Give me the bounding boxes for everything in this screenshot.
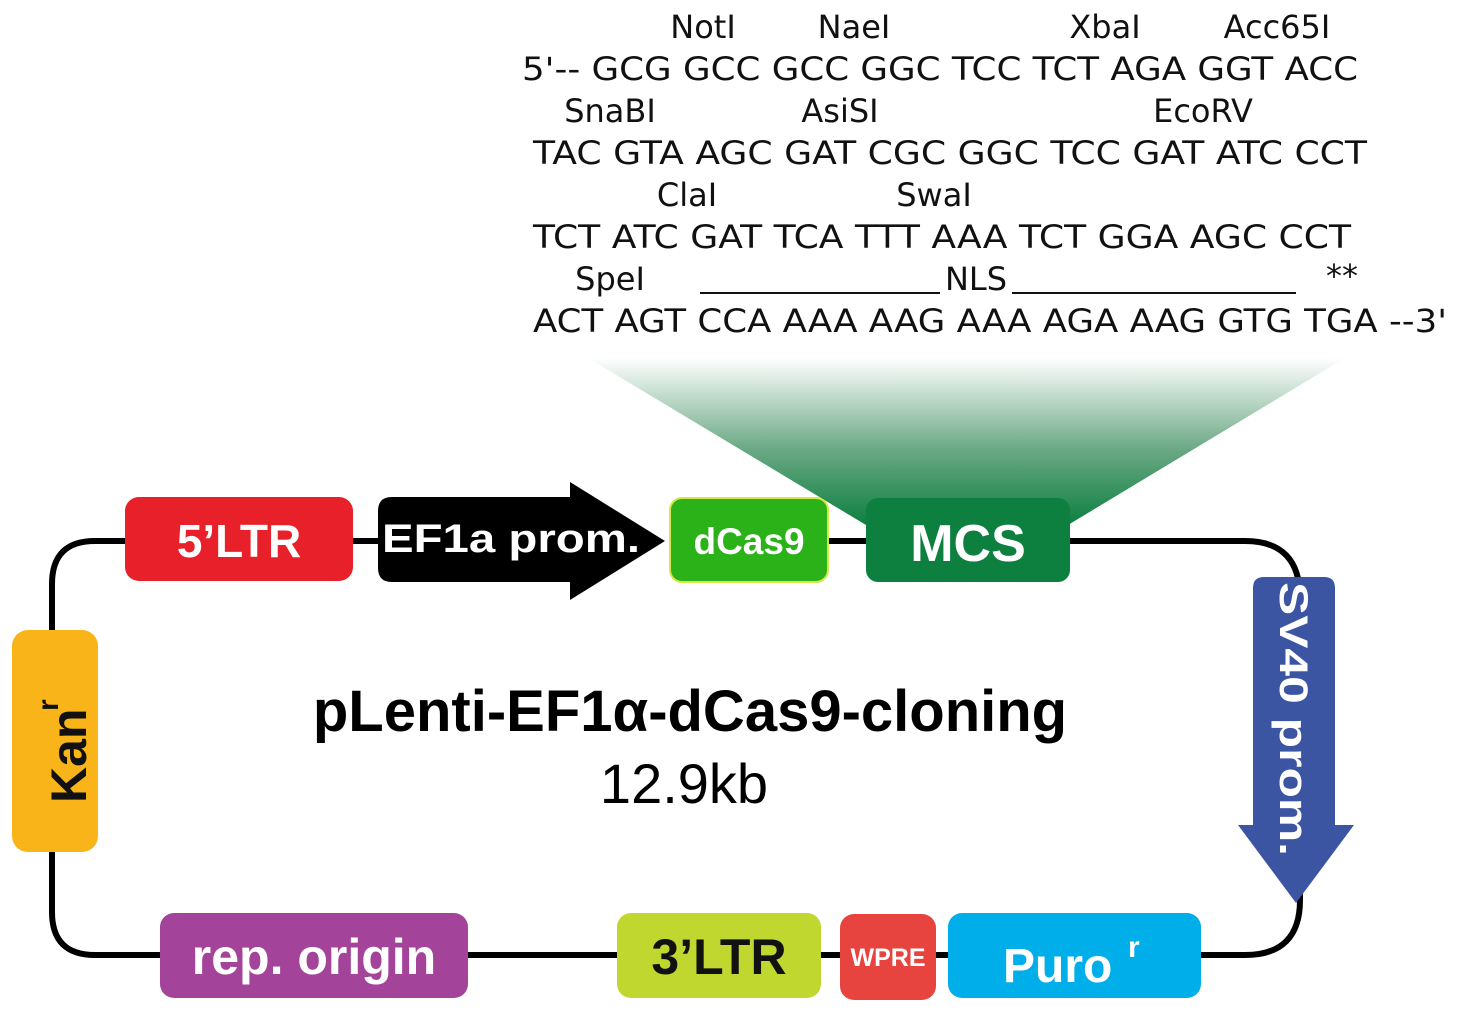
nls-label: NLS bbox=[945, 260, 1007, 298]
enzyme-label: SnaBI bbox=[564, 92, 656, 130]
sequence-line: ACT AGT CCA AAA AAG AAA AGA AAG GTG TGA … bbox=[533, 302, 1447, 340]
ltr5-box bbox=[125, 497, 353, 581]
rep-origin-label: rep. origin bbox=[192, 929, 436, 985]
ltr3-box bbox=[617, 913, 821, 998]
puro-superscript: r bbox=[1128, 931, 1140, 964]
enzyme-label: EcoRV bbox=[1153, 92, 1253, 130]
element-5-ltr: 5’LTR bbox=[125, 497, 353, 581]
mcs-box bbox=[866, 498, 1070, 582]
stop-marker: ** bbox=[1326, 257, 1358, 295]
wpre-box bbox=[840, 914, 936, 1000]
enzyme-label: NotI bbox=[670, 8, 736, 46]
sv40-arrow bbox=[1238, 577, 1354, 903]
kan-box bbox=[12, 630, 98, 852]
element-puromycin-resistance: Puro r bbox=[948, 913, 1201, 998]
mcs-expansion-fan bbox=[588, 358, 1345, 525]
ltr5-label: 5’LTR bbox=[177, 515, 301, 567]
plasmid-size: 12.9kb bbox=[600, 752, 768, 815]
plasmid-name: pLenti-EF1α-dCas9-cloning bbox=[313, 679, 1067, 744]
mcs-sequence-block: NotI NaeI XbaI Acc65I 5'-- GCG GCC GCC G… bbox=[522, 8, 1447, 340]
element-3-ltr: 3’LTR bbox=[617, 913, 821, 998]
element-ef1a-promoter: EF1a prom. bbox=[378, 482, 665, 600]
dcas9-label: dCas9 bbox=[693, 521, 804, 562]
dcas9-box bbox=[669, 497, 829, 583]
sequence-line: TCT ATC GAT TCA TTT AAA TCT GGA AGC CCT bbox=[532, 218, 1352, 256]
element-replication-origin: rep. origin bbox=[160, 913, 468, 998]
kan-label: Kan bbox=[41, 709, 97, 803]
plasmid-backbone bbox=[49, 538, 1303, 958]
element-wpre: WPRE bbox=[840, 914, 936, 1000]
enzyme-label: ClaI bbox=[657, 176, 717, 214]
enzyme-label: SwaI bbox=[896, 176, 972, 214]
element-kanamycin-resistance: Kan r bbox=[12, 630, 98, 852]
puro-box bbox=[948, 913, 1201, 998]
rep-origin-box bbox=[160, 913, 468, 998]
enzyme-label: XbaI bbox=[1069, 8, 1140, 46]
element-dcas9: dCas9 bbox=[669, 497, 829, 583]
sequence-line: 5'-- GCG GCC GCC GGC TCC TCT AGA GGT ACC bbox=[522, 50, 1358, 88]
wpre-label: WPRE bbox=[851, 944, 926, 972]
enzyme-label: AsiSI bbox=[801, 92, 878, 130]
kan-superscript: r bbox=[32, 699, 65, 711]
enzyme-label: Acc65I bbox=[1224, 8, 1331, 46]
enzyme-label: NaeI bbox=[818, 8, 891, 46]
element-sv40-promoter: SV40 prom. bbox=[1238, 577, 1354, 903]
ltr3-label: 3’LTR bbox=[651, 929, 786, 985]
element-mcs: MCS bbox=[866, 498, 1070, 582]
ef1a-arrow bbox=[378, 482, 665, 600]
sequence-line: TAC GTA AGC GAT CGC GGC TCC GAT ATC CCT bbox=[532, 134, 1368, 172]
ef1a-label: EF1a prom. bbox=[382, 517, 640, 561]
sv40-label: SV40 prom. bbox=[1271, 582, 1315, 856]
mcs-label: MCS bbox=[910, 515, 1026, 573]
puro-label: Puro bbox=[1003, 940, 1112, 993]
enzyme-label: SpeI bbox=[575, 260, 645, 298]
